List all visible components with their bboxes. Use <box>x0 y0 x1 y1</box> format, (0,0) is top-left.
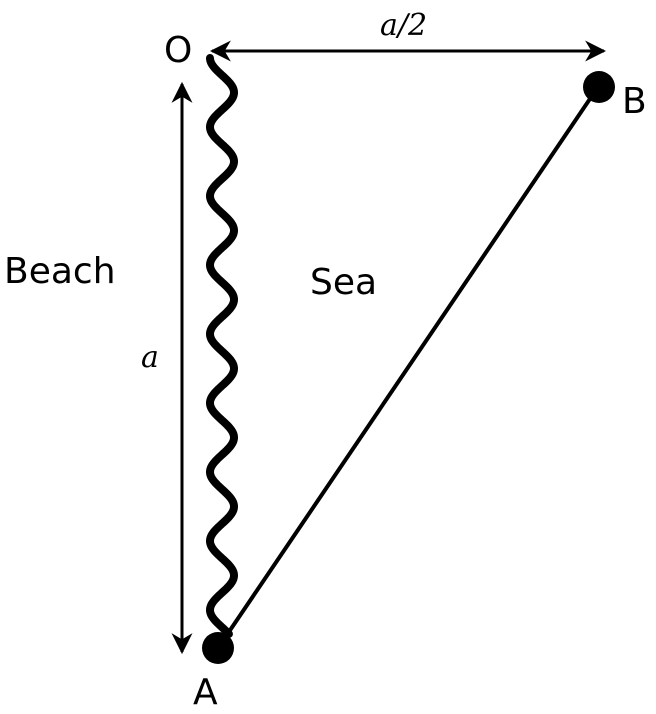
point-b-dot <box>583 71 615 103</box>
sea-label: Sea <box>310 262 377 303</box>
shoreline-wave <box>205 54 239 638</box>
vertical-distance-label: a <box>141 340 159 375</box>
horizontal-distance-label: a/2 <box>380 8 427 43</box>
point-a-dot <box>202 632 234 664</box>
point-a-label: A <box>193 672 218 713</box>
origin-label: O <box>164 30 192 71</box>
point-b-label: B <box>622 81 647 122</box>
line-a-to-b <box>216 85 600 650</box>
beach-label: Beach <box>4 251 116 292</box>
